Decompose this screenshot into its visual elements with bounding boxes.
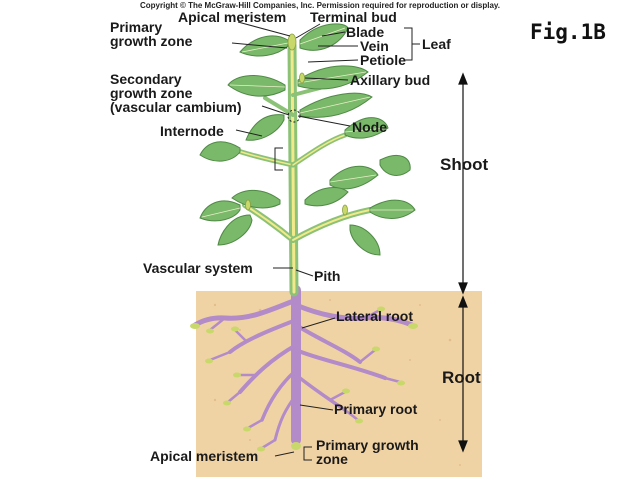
- label-apical-meristem-bottom: Apical meristem: [150, 448, 259, 464]
- label-apical-meristem-top: Apical meristem: [178, 9, 287, 25]
- label-shoot: Shoot: [440, 155, 489, 174]
- label-vascular-system: Vascular system: [143, 260, 253, 276]
- copyright-notice: Copyright © The McGraw-Hill Companies, I…: [139, 1, 501, 10]
- label-primary-growth-zone-top: Primary growth zone: [110, 19, 193, 49]
- label-node: Node: [352, 119, 387, 135]
- leaf-veins: [201, 27, 413, 218]
- label-axillary-bud: Axillary bud: [350, 72, 431, 88]
- root-system: [192, 285, 415, 450]
- label-secondary-growth-zone: Secondary growth zone (vascular cambium): [110, 71, 242, 115]
- label-vein: Vein: [360, 38, 389, 54]
- label-root: Root: [442, 368, 481, 387]
- label-lateral-root: Lateral root: [336, 308, 414, 324]
- label-leaf: Leaf: [422, 36, 451, 52]
- label-primary-root: Primary root: [334, 401, 418, 417]
- label-petiole: Petiole: [360, 52, 406, 68]
- label-internode: Internode: [160, 123, 224, 139]
- label-terminal-bud: Terminal bud: [310, 9, 397, 25]
- buds: [245, 33, 348, 216]
- terminal-bud-shape: [287, 33, 297, 51]
- root-tips: [190, 306, 418, 452]
- soil: [196, 291, 482, 477]
- leaves: [199, 23, 416, 256]
- label-blade: Blade: [346, 24, 385, 40]
- label-primary-growth-zone-bottom: Primary growth zone: [316, 437, 419, 467]
- span-arrows: [458, 72, 468, 453]
- figure-label: Fig.1B: [530, 20, 606, 44]
- label-pith: Pith: [314, 268, 341, 284]
- leader-lines: [231, 21, 420, 461]
